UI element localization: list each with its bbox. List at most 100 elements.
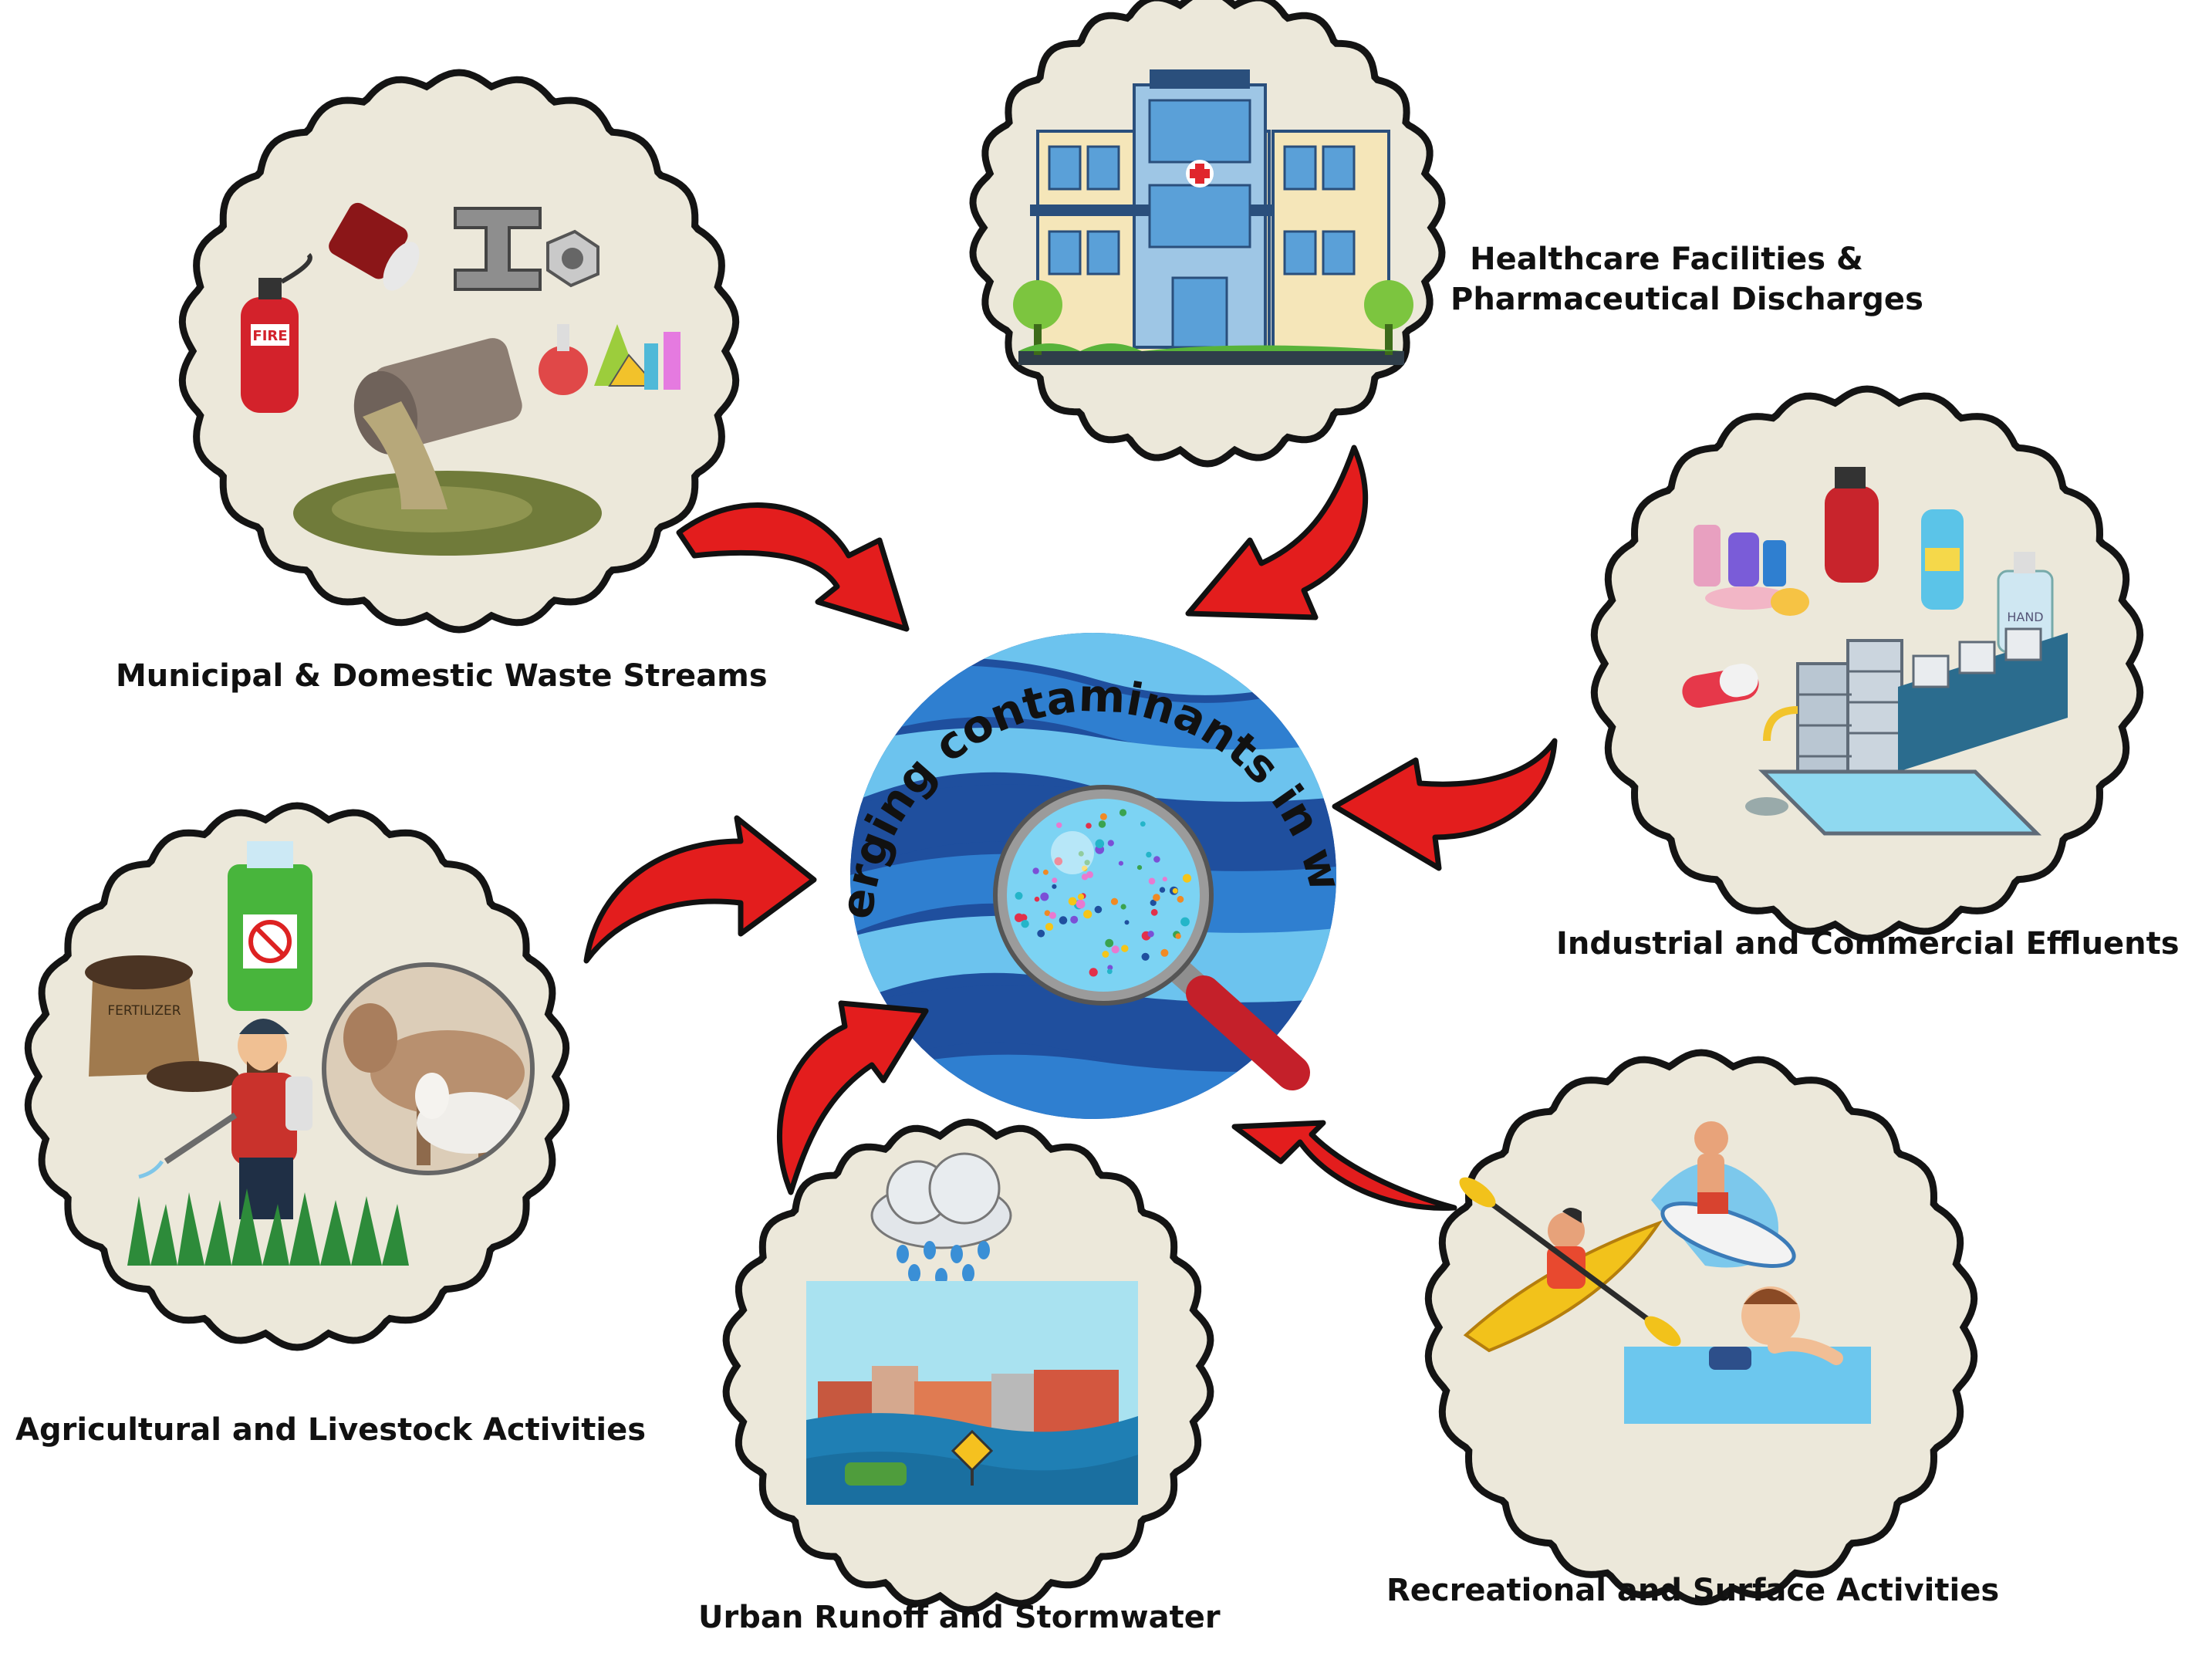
contaminant-dot [1146, 851, 1152, 858]
fire-extinguisher-icon: FIRE [241, 252, 312, 413]
contaminant-dot [1141, 952, 1150, 961]
contaminant-dot [1056, 822, 1062, 829]
contaminant-dot [1089, 968, 1098, 977]
contaminant-dot [1015, 891, 1023, 900]
contaminant-dot [1059, 916, 1068, 925]
label-healthcare: Healthcare Facilities & Pharmaceutical D… [1450, 239, 1923, 319]
label-agricultural: Agricultural and Livestock Activities [15, 1412, 647, 1448]
pill-capsule-icon [1682, 664, 1759, 708]
arrow-agricultural [583, 815, 817, 964]
contaminant-dot [1118, 860, 1123, 866]
arrow-urban [776, 1000, 929, 1195]
contaminant-dot [1110, 897, 1119, 905]
urban-illustration [806, 1152, 1138, 1505]
svg-text:HAND: HAND [2007, 610, 2043, 624]
pesticide-bottle-icon [228, 841, 312, 1011]
arrow-industrial [1332, 738, 1558, 871]
contaminant-dot [1136, 865, 1143, 870]
contaminant-dot [1015, 913, 1024, 922]
contaminant-dot [1150, 908, 1158, 916]
contaminant-dot [1153, 894, 1160, 901]
contaminant-dot [1099, 813, 1107, 820]
svg-text:FERTILIZER: FERTILIZER [107, 1003, 181, 1019]
contaminant-dot [1042, 869, 1049, 875]
label-industrial: Industrial and Commercial Effluents [1556, 926, 2180, 962]
recreational-illustration [1459, 1121, 1871, 1424]
contaminant-dot [1084, 860, 1090, 866]
contaminant-dot [1094, 905, 1103, 914]
swimmer-icon [1624, 1286, 1871, 1424]
contaminant-dot [1172, 887, 1178, 894]
contaminant-dot [1076, 899, 1086, 909]
label-healthcare-line1: Healthcare Facilities & [1470, 242, 1863, 277]
flow-arrows [583, 445, 1558, 1211]
fire-extinguisher-icon [1825, 467, 1879, 583]
paint-can-icon [329, 202, 420, 291]
lab-flask-icon [539, 324, 680, 395]
contaminant-dot [1119, 809, 1127, 816]
arrow-recreational [1231, 1120, 1457, 1211]
grass-icon [127, 1188, 409, 1266]
label-recreational: Recreational and Surface Activities [1386, 1573, 2000, 1608]
label-municipal: Municipal & Domestic Waste Streams [116, 658, 768, 694]
contaminant-dot [1175, 933, 1181, 939]
goat-icon [415, 1073, 525, 1154]
contaminant-dot [1032, 867, 1039, 874]
fertilizer-bag-icon: FERTILIZER [85, 955, 239, 1092]
steel-beam-icon [454, 207, 542, 291]
magnifier-icon [993, 785, 1310, 1090]
contaminant-dot [1082, 865, 1088, 872]
farmer-spraying-icon [138, 1019, 312, 1219]
arrow-healthcare [1185, 445, 1369, 620]
contaminant-dot [1106, 968, 1113, 975]
contaminant-dot [1083, 910, 1092, 919]
contaminant-dot [1081, 874, 1089, 881]
detergent-bottle-icon [1921, 509, 1964, 610]
contaminant-dot [1153, 856, 1160, 863]
contaminant-dot [1077, 894, 1085, 901]
contaminant-dot [1086, 870, 1093, 878]
contaminant-dot [1045, 922, 1054, 931]
warning-sign-icon [951, 1429, 994, 1486]
contaminant-dot [1120, 904, 1126, 910]
livestock-lens [324, 965, 532, 1173]
contaminant-dot [1086, 823, 1092, 829]
contaminant-dot [1124, 920, 1130, 925]
contaminant-dot [1147, 931, 1154, 938]
contaminant-dot [1049, 911, 1056, 919]
healthcare-illustration [1013, 69, 1413, 365]
contaminant-dot [1021, 920, 1029, 928]
surfer-icon [1651, 1121, 1796, 1268]
contaminant-dot [1177, 895, 1184, 903]
cosmetics-icon [1694, 525, 1809, 616]
contaminant-dot [1052, 877, 1058, 884]
contaminant-dot [1148, 877, 1156, 885]
contaminant-dot [1098, 820, 1106, 828]
arrow-municipal [676, 502, 910, 632]
contaminant-dot [1182, 874, 1192, 883]
contaminant-dot [1162, 877, 1167, 882]
label-healthcare-line2: Pharmaceutical Discharges [1450, 282, 1923, 317]
source-circle-recreational [1424, 1049, 1978, 1606]
contaminant-dot [1160, 948, 1169, 957]
tree-icon [1013, 280, 1413, 355]
contaminant-dot [1150, 899, 1157, 906]
contaminant-dot [1140, 821, 1146, 827]
svg-text:FIRE: FIRE [252, 328, 287, 344]
municipal-illustration: FIRE [241, 202, 680, 556]
contaminant-dot [1095, 839, 1105, 849]
contaminant-dot [1040, 892, 1049, 901]
contaminant-dot [1180, 917, 1190, 927]
kayak-icon [1459, 1177, 1681, 1353]
agricultural-illustration: FERTILIZER [85, 841, 535, 1266]
contaminant-dot [1102, 951, 1109, 958]
contaminant-dot [1105, 938, 1114, 948]
contaminant-dot [1107, 840, 1114, 847]
contaminant-dot [1111, 945, 1120, 954]
nut-icon [546, 229, 599, 288]
label-urban: Urban Runoff and Stormwater [698, 1600, 1221, 1635]
contaminant-dot [1052, 884, 1057, 889]
contaminant-dot [1121, 945, 1129, 952]
